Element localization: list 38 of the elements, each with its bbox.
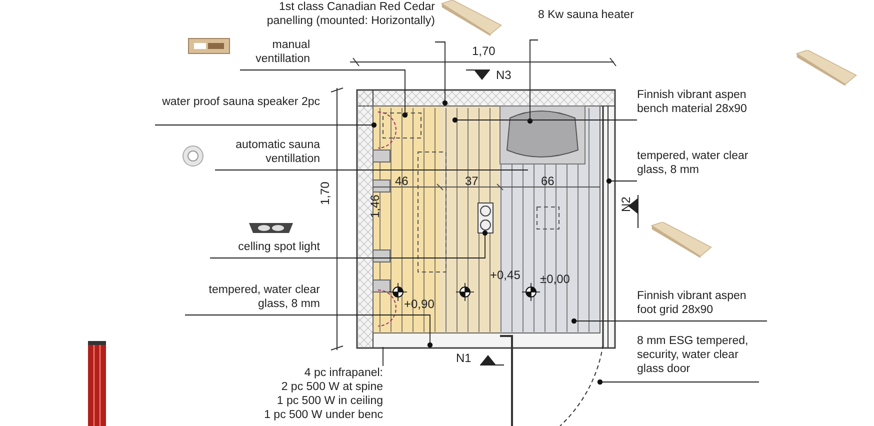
callout-text: celling spot light xyxy=(237,240,320,254)
dimension-label: 66 xyxy=(541,174,554,188)
callout-text: tempered, water clear glass, 8 mm xyxy=(637,149,750,177)
callout-text: manual ventillation xyxy=(254,38,310,66)
dimension-label: N3 xyxy=(496,68,512,82)
dimension-label: +0,45 xyxy=(490,268,520,282)
leader-line xyxy=(452,117,638,123)
leader-line xyxy=(240,70,408,118)
callout-text: Finnish vibrant aspen bench material 28x90 xyxy=(637,88,748,116)
callout-text: 2 pc 500 W at spine xyxy=(280,380,383,394)
dimension-label: ±0,00 xyxy=(540,272,570,286)
callout-text: Finnish vibrant aspen foot grid 28x90 xyxy=(637,289,748,317)
leader-line xyxy=(210,230,488,258)
dimension-label: 37 xyxy=(465,174,478,188)
callout-text: 8 mm ESG tempered, security, water clear glass door xyxy=(637,334,750,376)
callout-text: 1st class Canadian Red Cedar panelling (mounted: Horizontally) xyxy=(266,0,435,28)
dimension-label: 1,70 xyxy=(472,44,496,58)
callout-text: 8 Kw sauna heater xyxy=(538,8,635,22)
callout-text: 1 pc 500 W in ceiling xyxy=(276,394,383,408)
leader-line xyxy=(434,42,448,106)
leader-line xyxy=(382,346,384,366)
callout-text: 1 pc 500 W under benc xyxy=(263,408,383,422)
leader-line xyxy=(571,318,768,324)
callout-text: automatic sauna ventillation xyxy=(234,138,320,166)
dimension-label: 1,46 xyxy=(368,194,382,218)
dimension-label: +0,90 xyxy=(404,297,434,311)
callout-text: tempered, water clear glass, 8 mm xyxy=(208,283,320,311)
leader-line xyxy=(597,379,760,385)
leader-line xyxy=(606,178,638,184)
callout-text: water proof sauna speaker 2pc xyxy=(161,95,320,109)
dimension-label: N1 xyxy=(456,351,472,365)
dimension-label: 1,70 xyxy=(318,182,332,205)
leader-line xyxy=(184,314,433,348)
dimension-label: 46 xyxy=(395,174,408,188)
leader-line xyxy=(154,122,377,128)
dimension-label: N2 xyxy=(619,196,633,212)
callout-text: 4 pc infrapanel: xyxy=(303,366,383,380)
leader-line xyxy=(527,40,538,124)
